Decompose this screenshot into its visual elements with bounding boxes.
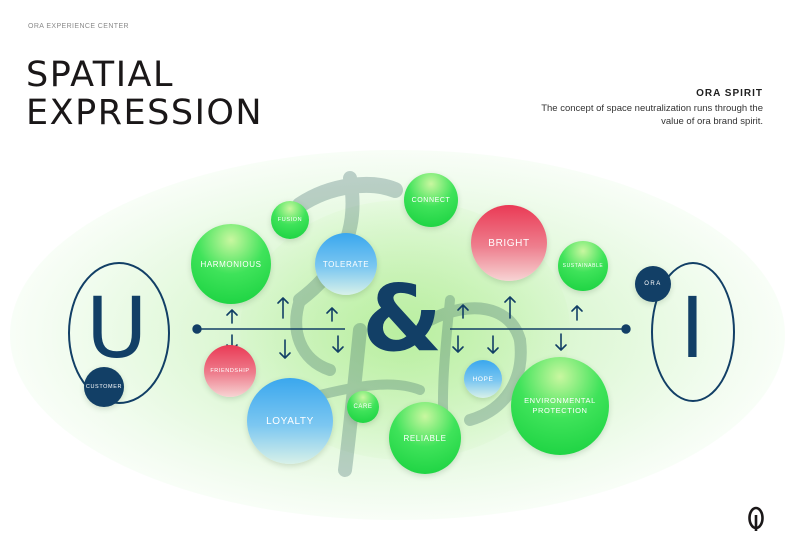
- bubble-tolerate-label: TOLERATE: [322, 259, 370, 269]
- bubble-sustainable-label: SUSTAINABLE: [562, 263, 604, 269]
- bubble-hope-label: HOPE: [472, 375, 494, 383]
- bubble-fusion: FUSION: [271, 201, 309, 239]
- bubble-tolerate: TOLERATE: [315, 233, 377, 295]
- bubble-loyalty: LOYALTY: [247, 378, 333, 464]
- customer-badge: CUSTOMER: [84, 367, 124, 407]
- bubble-environmental-protection: ENVIRONMENTAL PROTECTION: [511, 357, 609, 455]
- bubble-harmonious-label: HARMONIOUS: [200, 259, 262, 269]
- customer-badge-label: CUSTOMER: [85, 384, 123, 390]
- ora-logo-icon: [748, 506, 764, 531]
- title-line-2: EXPRESSION: [26, 93, 264, 133]
- bubble-sustainable: SUSTAINABLE: [558, 241, 608, 291]
- customer-ring: [68, 262, 170, 404]
- bubble-care: CARE: [347, 391, 379, 423]
- letter-i: I: [680, 279, 705, 377]
- bubble-bright-label: BRIGHT: [488, 237, 530, 249]
- bubble-hope: HOPE: [464, 360, 502, 398]
- ora-badge-label: ORA: [644, 281, 662, 287]
- bubble-reliable: RELIABLE: [389, 402, 461, 474]
- bubble-connect-label: CONNECT: [411, 196, 451, 204]
- letter-u: U: [86, 279, 148, 377]
- center-ampersand: &: [361, 265, 443, 372]
- bubble-harmonious: HARMONIOUS: [191, 224, 271, 304]
- ora-ring: [651, 262, 735, 402]
- bubble-care-label: CARE: [353, 404, 373, 410]
- bubble-fusion-label: FUSION: [277, 217, 303, 223]
- bubble-friendship-label: FRIENDSHIP: [210, 368, 250, 374]
- ora-badge: ORA: [635, 266, 671, 302]
- spirit-description: The concept of space neutralization runs…: [541, 103, 763, 127]
- bubble-connect: CONNECT: [404, 173, 458, 227]
- bubble-reliable-label: RELIABLE: [403, 433, 447, 443]
- spirit-title: ORA SPIRIT: [696, 88, 763, 99]
- page-title: SPATIAL EXPRESSION: [26, 56, 263, 132]
- arrows-up: [226, 296, 583, 324]
- bubble-loyalty-label: LOYALTY: [266, 415, 314, 427]
- bubble-environmental-protection-label: ENVIRONMENTAL PROTECTION: [524, 396, 596, 415]
- top-label: ORA EXPERIENCE CENTER: [28, 23, 129, 30]
- bubble-friendship: FRIENDSHIP: [204, 345, 256, 397]
- bubble-bright: BRIGHT: [471, 205, 547, 281]
- arrows-down: [226, 333, 567, 359]
- title-line-1: SPATIAL: [26, 55, 174, 95]
